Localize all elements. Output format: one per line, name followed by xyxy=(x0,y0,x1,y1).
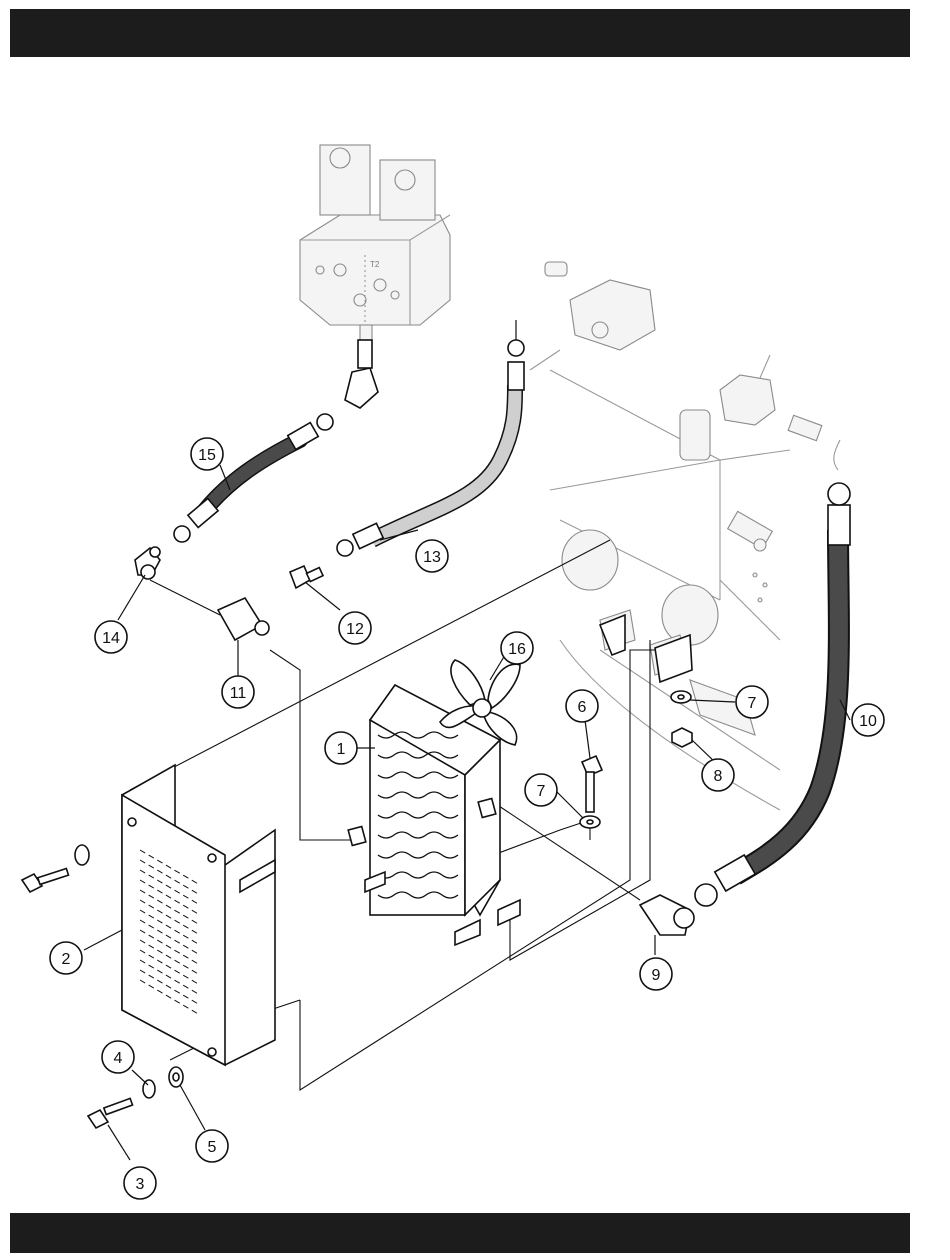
svg-text:5: 5 xyxy=(208,1139,217,1156)
callout-16: 16 xyxy=(501,632,533,664)
svg-text:12: 12 xyxy=(346,621,364,638)
callout-10: 10 xyxy=(852,704,884,736)
svg-text:7: 7 xyxy=(537,783,546,800)
callout-15: 15 xyxy=(191,438,223,470)
svg-text:16: 16 xyxy=(508,641,526,658)
svg-text:14: 14 xyxy=(102,630,120,647)
elbow-fitting-9 xyxy=(640,895,694,935)
svg-text:2: 2 xyxy=(62,951,71,968)
ghost-relief-valve xyxy=(530,262,655,370)
lock-washer-5 xyxy=(169,1067,183,1087)
callout-12: 12 xyxy=(339,612,371,644)
svg-text:10: 10 xyxy=(859,713,877,730)
callout-2: 2 xyxy=(50,942,82,974)
callout-5: 5 xyxy=(196,1130,228,1162)
svg-text:7: 7 xyxy=(748,695,757,712)
callout-6: 6 xyxy=(566,690,598,722)
callout-9: 9 xyxy=(640,958,672,990)
svg-text:15: 15 xyxy=(198,447,216,464)
upper-fitting-15 xyxy=(345,340,378,408)
ghost-frame xyxy=(550,370,790,810)
callout-8: 8 xyxy=(702,759,734,791)
svg-text:13: 13 xyxy=(423,549,441,566)
nut-8 xyxy=(672,728,692,747)
adapter-fitting-12 xyxy=(290,566,323,588)
ghost-valve-manifold: T2 xyxy=(300,145,450,355)
callout-7-upper: 7 xyxy=(736,686,768,718)
bolt-6 xyxy=(582,756,602,812)
svg-text:3: 3 xyxy=(136,1176,145,1193)
svg-text:1: 1 xyxy=(337,741,346,758)
washer-7-upper xyxy=(671,691,691,703)
bolt-3 xyxy=(88,1098,133,1128)
svg-text:8: 8 xyxy=(714,768,723,785)
ghost-filter-assembly xyxy=(680,355,840,470)
callout-7-lower: 7 xyxy=(525,774,557,806)
bolt-3-upper xyxy=(22,845,89,892)
callout-3: 3 xyxy=(124,1167,156,1199)
svg-text:6: 6 xyxy=(578,699,587,716)
tee-fitting-11 xyxy=(218,598,269,640)
callout-14: 14 xyxy=(95,621,127,653)
callout-4: 4 xyxy=(102,1041,134,1073)
fan-guard xyxy=(122,765,275,1065)
footer-bar xyxy=(10,1213,910,1253)
valve-port-label: T2 xyxy=(370,260,380,269)
elbow-fitting-14 xyxy=(135,547,160,579)
svg-text:4: 4 xyxy=(114,1050,123,1067)
svg-text:9: 9 xyxy=(652,967,661,984)
hose-15 xyxy=(174,414,333,542)
callout-13: 13 xyxy=(416,540,448,572)
svg-text:11: 11 xyxy=(230,685,247,702)
callout-11: 11 xyxy=(222,676,254,708)
callout-1: 1 xyxy=(325,732,357,764)
